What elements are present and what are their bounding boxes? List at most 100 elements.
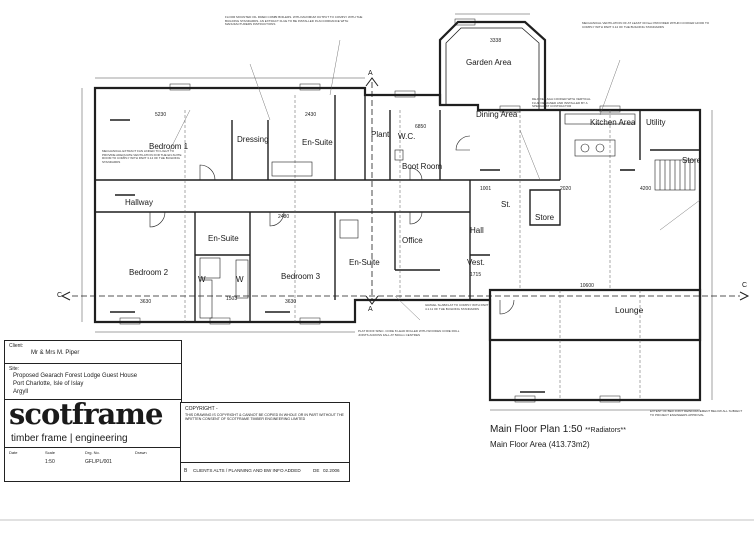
drawn-label: Drawn [135, 450, 147, 455]
room-store-right: Store [682, 156, 702, 165]
stair-treads [659, 160, 691, 190]
room-kitchen-area: Kitchen Area [590, 118, 636, 127]
door-office [409, 211, 423, 225]
wc-pan-1 [394, 149, 404, 161]
room-plant: Plant [371, 130, 390, 139]
dim-6850: 6850 [415, 124, 427, 130]
site-line-1: Proposed Gearach Forest Lodge Guest Hous… [13, 373, 138, 379]
dim-2480: 2480 [278, 214, 290, 220]
site-line-2: Port Charlotte, Isle of Islay [13, 381, 84, 387]
room-vest: Vest. [467, 258, 485, 267]
section-arrow-a-top [365, 77, 379, 87]
garden-bay-wall [438, 20, 547, 110]
copyright-head: COPYRIGHT - [185, 406, 218, 412]
section-marker-a-bottom: A [368, 306, 373, 313]
logo-sub-engineering: engineering [75, 433, 128, 444]
dim-10600: 10600 [580, 283, 594, 289]
bath-ensuite-top [271, 161, 313, 177]
kitchen-worktop [564, 113, 636, 125]
shower-ensuite-mid [339, 219, 359, 239]
sink-2 [595, 143, 605, 153]
dim-4200: 4200 [640, 186, 652, 192]
door-lounge [499, 299, 515, 315]
door-dining [455, 135, 471, 151]
rev-date: 02.2006 [323, 468, 340, 473]
room-hall: Hall [470, 226, 484, 235]
room-dining-area: Dining Area [476, 110, 518, 119]
note-gravel: GRAVEL SLAB/FLAT TO COMPLY WITH PART 4.1… [425, 303, 489, 311]
room-utility: Utility [646, 118, 666, 127]
dim-2020: 2020 [560, 186, 572, 192]
client-name: Mr & Mrs M. Piper [31, 350, 80, 356]
door-bedroom1 [199, 164, 216, 181]
note-plat-roof: PLAT ROOF SPEC. CODE 8 LEAD ROLLED WITH … [358, 329, 460, 337]
section-arrow-a-bottom [365, 295, 379, 305]
copyright-block: COPYRIGHT - THIS DRAWING IS COPYRIGHT & … [180, 402, 350, 464]
dim-5230: 5230 [155, 112, 167, 118]
revision-block: B CLIENTS ALTS / PLANNING AND BW INFO AD… [180, 462, 350, 482]
drg-value: GFL/PL/001 [85, 459, 112, 465]
dim-3630-b: 3630 [285, 299, 297, 305]
note-bed-joint: EXTENT OF BED JOINT REINFORCEMENT BELOW … [650, 409, 743, 417]
logo-sub-timber: timber frame [11, 433, 68, 444]
dim-3630-a: 3630 [140, 299, 152, 305]
room-w-right: W [236, 275, 244, 284]
room-store-mid: Store [535, 213, 555, 222]
room-wc: W.C. [398, 132, 416, 141]
kitchen-island [574, 139, 616, 157]
logo-divider: | [69, 433, 73, 444]
section-marker-c-left: C [57, 292, 63, 299]
room-hallway: Hallway [125, 198, 154, 207]
wardrobe-bed2 [199, 279, 213, 319]
note-extract-fan: MECHANICAL EXTRACT FAN LINKED TO LIGHT T… [102, 149, 182, 164]
dim-1715: 1715 [470, 272, 482, 278]
room-office: Office [402, 236, 423, 245]
section-marker-a-top: A [368, 70, 373, 77]
date-label: Date [9, 450, 18, 455]
copyright-body: THIS DRAWING IS COPYRIGHT & CANNOT BE CO… [185, 413, 344, 422]
section-arrow-c-right [739, 291, 750, 301]
dim-3338: 3338 [490, 38, 502, 44]
title-block-left: Client: Mr & Mrs M. Piper Site: Proposed… [4, 340, 182, 482]
scale-value: 1:50 [45, 459, 55, 465]
note-cooker-hood: MECHANICAL VENTILATION OF AT LEAST 30 l/… [582, 21, 710, 29]
section-marker-c-right: C [742, 282, 748, 289]
room-ensuite-mid: En-Suite [349, 258, 380, 267]
dim-1503: 1503 [226, 296, 238, 302]
room-bedroom-3: Bedroom 3 [281, 272, 321, 281]
wall-store [529, 189, 561, 226]
shower-ensuite-left [199, 257, 221, 279]
section-arrow-c-left [60, 291, 71, 301]
plan-title-text: Main Floor Plan 1:50 [490, 424, 583, 435]
door-boot [409, 167, 423, 181]
room-lounge: Lounge [615, 305, 644, 315]
client-label: Client: [9, 343, 24, 349]
door-bedroom2 [149, 211, 166, 228]
drg-label: Drg. No. [85, 450, 100, 455]
room-dressing: Dressing [237, 135, 269, 144]
room-bedroom-2: Bedroom 2 [129, 268, 169, 277]
rev-text: CLIENTS ALTS / PLANNING AND BW INFO ADDE… [193, 468, 301, 473]
room-w-left: W [198, 275, 206, 284]
room-st: St. [501, 200, 511, 209]
sink-1 [580, 143, 590, 153]
rev-by: DE [313, 468, 320, 473]
dim-2430: 2430 [305, 112, 317, 118]
scotframe-logo: scotframe [9, 397, 163, 431]
door-bedroom3 [269, 211, 285, 227]
rev-letter: B [184, 468, 188, 474]
room-ensuite-left: En-Suite [208, 234, 239, 243]
room-bedroom-1: Bedroom 1 [149, 142, 189, 151]
plan-title: Main Floor Plan 1:50 **Radiators** [490, 424, 626, 435]
room-garden-area: Garden Area [466, 58, 512, 67]
note-boiler: FLOOR MOUNTED OIL FIRED COMBI BOILERS. W… [225, 15, 363, 27]
outer-wall-main [93, 86, 702, 342]
site-label: Site: [9, 366, 20, 372]
wardrobe-bed3 [235, 259, 249, 299]
garden-bay-inner [445, 27, 540, 110]
room-boot-room: Boot Room [402, 162, 443, 171]
lounge-wall [488, 288, 702, 402]
scale-label: Scale [45, 450, 56, 455]
